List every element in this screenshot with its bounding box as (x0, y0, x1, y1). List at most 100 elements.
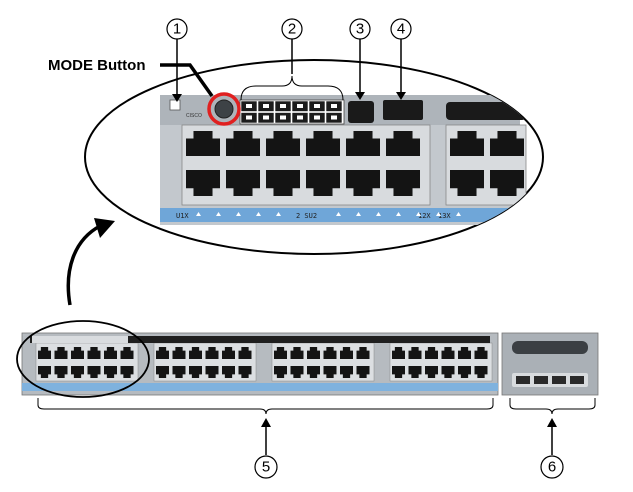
network-module-slot-top (512, 341, 588, 354)
strip-arrow-9 (356, 212, 361, 216)
port-g4-bottom-5 (458, 366, 471, 378)
zoom-arrow (66, 218, 115, 306)
strip-arrow-12 (416, 212, 421, 216)
zoom-port-top-1 (186, 131, 220, 156)
port-g4-top-6 (474, 347, 488, 359)
port-g4-bottom-3 (425, 366, 438, 378)
strip-arrow-13 (436, 212, 441, 216)
port-g2-top-6 (238, 347, 252, 359)
zoom-port-bottom-3 (265, 170, 300, 196)
mode-button-highlight (207, 92, 241, 126)
port-g1-bottom-3 (71, 366, 84, 378)
port-g4-bottom-6 (474, 366, 488, 378)
sfp-port-2 (534, 376, 548, 384)
callout-6-arrowhead (547, 418, 557, 427)
zoom-port-bottom-6 (385, 170, 420, 196)
zoom-console-port (348, 101, 374, 123)
led-glyph-r2-c6 (331, 115, 337, 120)
led-glyph-r1-c5 (314, 104, 320, 108)
full-switch (16, 320, 599, 398)
callout-6-bracket (509, 398, 596, 415)
zoom-port-bottom-2 (226, 170, 260, 196)
zoom-usb-port (383, 100, 423, 120)
port-label-left: U1X (176, 212, 189, 220)
zoom-port-top-5 (345, 131, 380, 156)
strip-arrow-5 (276, 212, 281, 216)
mode-button-leader (160, 63, 214, 98)
led-glyph-r2-c3 (280, 115, 286, 120)
port-g2-bottom-6 (238, 366, 252, 378)
sfp-port-1 (516, 376, 530, 384)
mode-button-callout: MODE Button (48, 57, 214, 98)
callout-3-arrowhead (355, 92, 365, 100)
callout-4-arrowhead (396, 92, 406, 100)
chassis-top-bar (30, 336, 490, 343)
port-group-2 (153, 342, 257, 382)
zoom-arrow-head (94, 218, 115, 238)
zoom-ports (186, 131, 524, 196)
port-g3-top-5 (340, 347, 353, 359)
led-glyph-r2-c4 (297, 115, 303, 120)
port-g1-top-2 (54, 347, 68, 359)
strip-arrow-11 (396, 212, 401, 216)
port-group-1 (35, 342, 139, 382)
zoom-arrow-curve (66, 224, 101, 306)
port-g3-bottom-4 (323, 366, 337, 378)
port-g3-top-2 (290, 347, 304, 359)
zoom-port-bottom-4 (305, 170, 340, 196)
port-label-mid: 2 SU2 (296, 212, 317, 220)
chassis-led-area (32, 336, 128, 343)
port-g2-top-3 (189, 347, 202, 359)
port-g3-top-6 (356, 347, 370, 359)
port-g4-bottom-1 (392, 366, 405, 378)
port-g4-top-2 (408, 347, 422, 359)
led-status-panel (239, 99, 345, 125)
zoom-port-top-7 (449, 131, 484, 156)
port-group-4 (389, 342, 493, 382)
zoom-port-bottom-8 (490, 170, 524, 196)
port-label-right1: 12X (418, 212, 431, 220)
port-g4-top-4 (441, 347, 455, 359)
callout-2-bracket (240, 75, 344, 101)
zoom-panel-content: CISCO U1X 2 SU2 12X 13X (160, 95, 527, 225)
zoom-port-top-4 (305, 131, 340, 156)
port-g3-bottom-5 (340, 366, 353, 378)
port-g3-bottom-6 (356, 366, 370, 378)
zoom-port-bottom-5 (345, 170, 380, 196)
zoom-brand-text: CISCO (186, 113, 202, 119)
switch-ports (30, 336, 493, 382)
port-g2-bottom-4 (205, 366, 219, 378)
zoom-port-top-3 (265, 131, 300, 156)
zoom-strip-arrows (196, 212, 461, 216)
highlight-ellipse (16, 320, 150, 398)
port-g2-top-4 (205, 347, 219, 359)
port-g4-bottom-2 (408, 366, 422, 378)
zoom-port-top-8 (490, 131, 524, 156)
callout-4: 4 (390, 18, 412, 100)
callout-6-circle (540, 455, 564, 479)
port-g1-bottom-4 (87, 366, 101, 378)
strip-arrow-3 (236, 212, 241, 216)
callout-5-bracket (37, 398, 494, 415)
strip-arrow-2 (216, 212, 221, 216)
network-module-sfp-ports (516, 376, 584, 384)
port-g3-bottom-1 (274, 366, 287, 378)
zoom-port-top-6 (385, 131, 420, 156)
callout-5-number: 5 (262, 459, 270, 476)
port-g1-bottom-5 (104, 366, 117, 378)
port-g2-bottom-1 (156, 366, 169, 378)
mode-button (214, 99, 234, 119)
port-g1-bottom-6 (120, 366, 134, 378)
port-g2-top-2 (172, 347, 186, 359)
led-glyph-r2-c2 (263, 115, 269, 120)
led-glyph-r2-c1 (246, 115, 252, 120)
zoom-port-bottom-7 (449, 170, 484, 196)
callout-5: 5 (37, 398, 494, 479)
port-g4-top-5 (458, 347, 471, 359)
mode-button-label: MODE Button (48, 57, 145, 74)
port-label-right2: 13X (438, 212, 451, 220)
strip-arrow-14 (456, 212, 461, 216)
callout-6-number: 6 (548, 459, 556, 476)
strip-arrow-1 (196, 212, 201, 216)
port-g3-top-4 (323, 347, 337, 359)
